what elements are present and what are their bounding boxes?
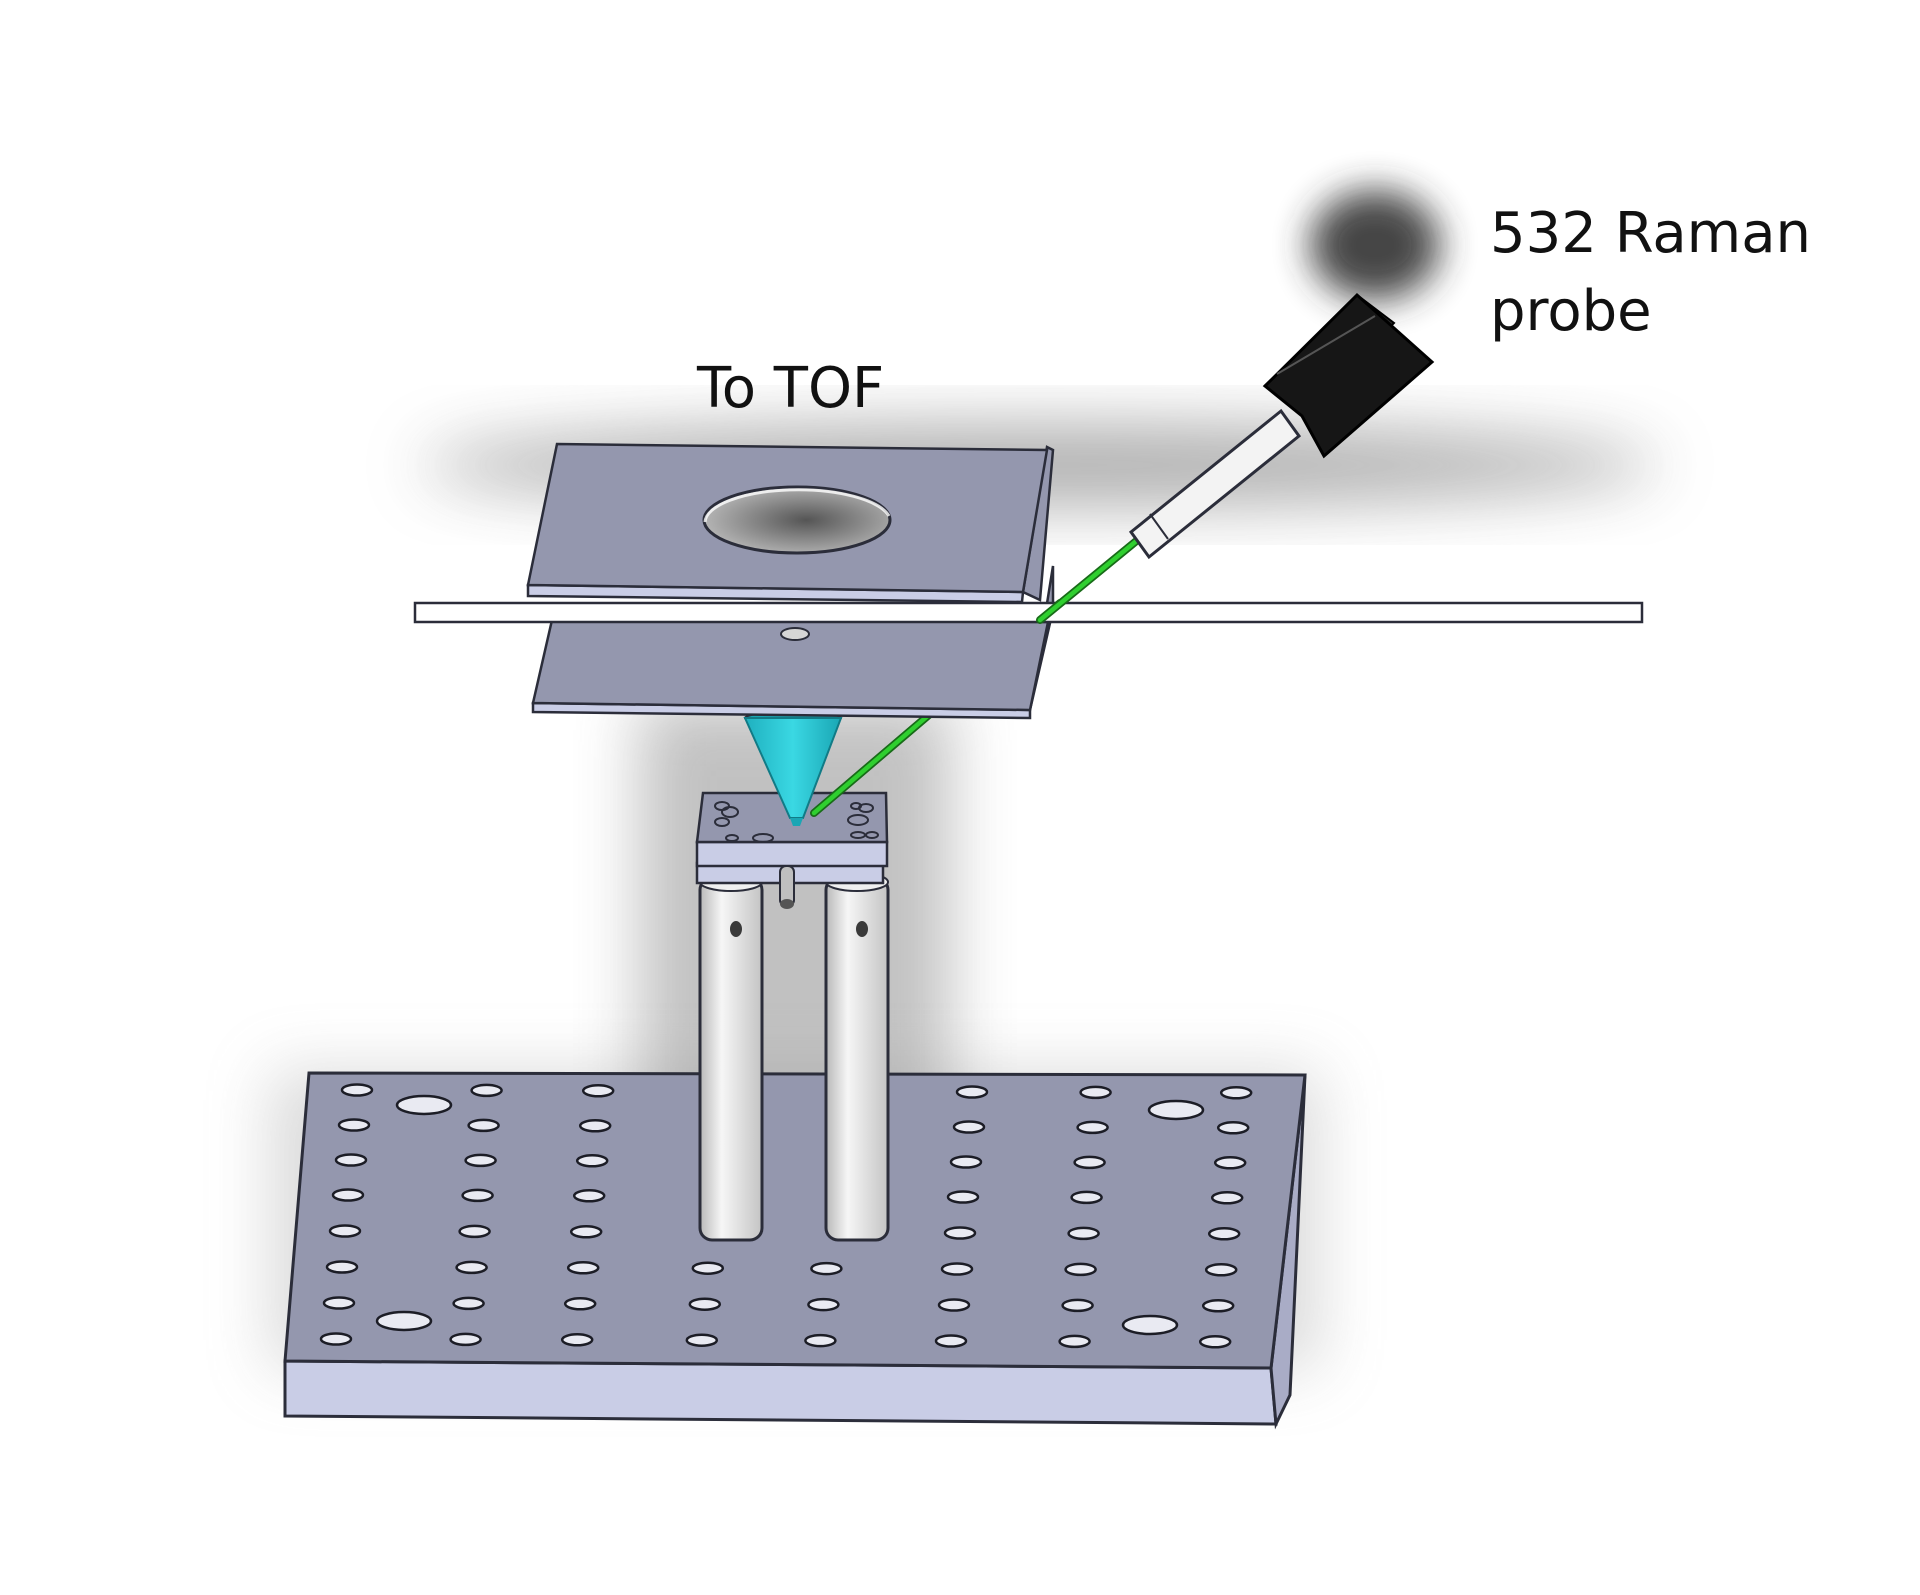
- breadboard-hole: [1073, 1155, 1106, 1170]
- raman-probe-icon: [1036, 292, 1435, 624]
- raman-probe-label: 532 Raman probe: [1490, 195, 1811, 351]
- breadboard-hole: [458, 1224, 491, 1239]
- breadboard-hole: [949, 1155, 983, 1169]
- breadboard-hole: [804, 1333, 837, 1348]
- breadboard-hole: [563, 1297, 597, 1311]
- breadboard-top-face: [283, 1071, 1307, 1370]
- breadboard-hole: [560, 1333, 594, 1347]
- breadboard-hole: [1216, 1121, 1250, 1135]
- breadboard-hole: [464, 1153, 497, 1168]
- breadboard-hole: [1061, 1298, 1094, 1313]
- breadboard-front-face: [283, 1359, 1278, 1426]
- breadboard-mount-hole: [395, 1094, 453, 1116]
- breadboard-hole: [946, 1190, 980, 1204]
- probe-head: [1262, 292, 1435, 459]
- breadboard-hole: [331, 1188, 365, 1202]
- breadboard-hole: [1204, 1263, 1238, 1277]
- upper-extraction-plate: [526, 442, 1055, 604]
- breadboard-hole: [688, 1297, 722, 1311]
- breadboard-hole: [934, 1334, 968, 1348]
- breadboard-hole: [1058, 1334, 1091, 1349]
- breadboard-hole: [1079, 1085, 1112, 1100]
- breadboard-hole: [470, 1083, 503, 1098]
- breadboard-hole: [572, 1189, 606, 1203]
- breadboard-hole: [940, 1262, 974, 1276]
- breadboard-hole: [467, 1118, 500, 1133]
- breadboard-hole: [569, 1225, 603, 1239]
- breadboard-hole: [1219, 1086, 1253, 1100]
- sample-bar: [413, 601, 1644, 624]
- breadboard-hole: [1207, 1227, 1241, 1241]
- breadboard-hole: [810, 1261, 843, 1276]
- stage-front: [695, 840, 889, 868]
- breadboard-hole: [322, 1296, 356, 1310]
- breadboard-plate: [283, 1071, 1307, 1430]
- breadboard-hole: [337, 1118, 371, 1132]
- breadboard-hole: [1070, 1190, 1103, 1205]
- breadboard-hole: [1198, 1335, 1232, 1349]
- breadboard-hole: [581, 1084, 615, 1098]
- breadboard-hole: [691, 1261, 725, 1275]
- breadboard-hole: [1210, 1191, 1244, 1205]
- breadboard-hole: [807, 1297, 840, 1312]
- breadboard-hole: [578, 1119, 612, 1133]
- breadboard-hole: [575, 1154, 609, 1168]
- breadboard-hole: [449, 1332, 482, 1347]
- breadboard-hole: [1064, 1262, 1097, 1277]
- raman-probe-label-line1: 532 Raman: [1490, 201, 1812, 266]
- breadboard-hole: [455, 1260, 488, 1275]
- breadboard-hole: [461, 1188, 494, 1203]
- breadboard-hole: [325, 1260, 359, 1274]
- breadboard-hole: [566, 1261, 600, 1275]
- breadboard-holes: [319, 1083, 1253, 1349]
- breadboard-hole: [319, 1332, 353, 1346]
- upper-plate-aperture: [702, 485, 892, 555]
- breadboard-mount-hole: [1121, 1314, 1179, 1336]
- probe-tube: [1128, 408, 1302, 560]
- breadboard-hole: [328, 1224, 362, 1238]
- lower-plate-aperture: [780, 627, 810, 641]
- breadboard-hole: [1201, 1299, 1235, 1313]
- breadboard-mount-hole: [375, 1310, 433, 1332]
- breadboard-hole: [334, 1153, 368, 1167]
- breadboard-hole: [937, 1298, 971, 1312]
- breadboard-hole: [955, 1085, 989, 1099]
- breadboard-hole: [452, 1296, 485, 1311]
- breadboard-hole: [1076, 1120, 1109, 1135]
- breadboard-hole: [943, 1226, 977, 1240]
- raman-probe-label-line2: probe: [1490, 279, 1652, 344]
- breadboard-mount-hole: [1147, 1099, 1205, 1121]
- breadboard-hole: [952, 1120, 986, 1134]
- breadboard-hole: [1213, 1156, 1247, 1170]
- breadboard-hole: [1067, 1226, 1100, 1241]
- breadboard-hole: [685, 1333, 719, 1347]
- tof-label: To TOF: [697, 356, 885, 421]
- breadboard-hole: [340, 1083, 374, 1097]
